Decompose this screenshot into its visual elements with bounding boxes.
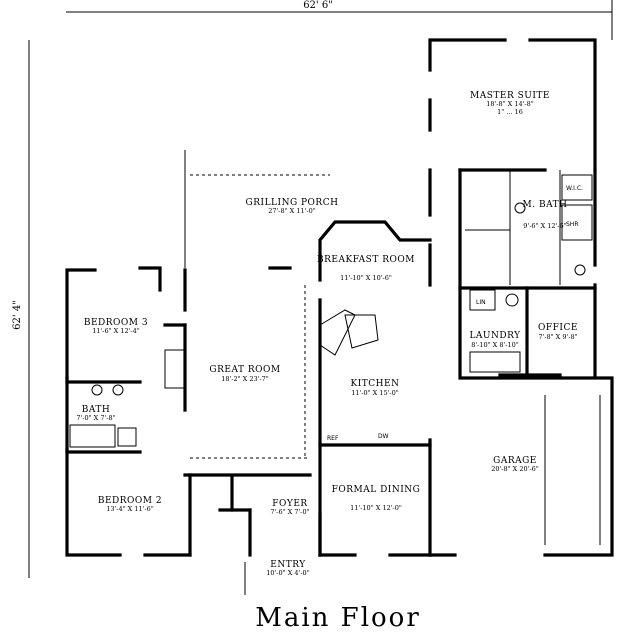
overall-width-label: 62' 6"	[303, 0, 333, 11]
kitchen-dims: 11'-0" X 15'-0"	[351, 389, 399, 397]
laundry-name: LAUNDRY	[469, 331, 521, 341]
room-master-suite: MASTER SUITE 18'-8" X 14'-8" 1" ... 16	[470, 91, 550, 116]
garage-name: GARAGE	[493, 456, 537, 466]
master-bath-dims: 9'-6" X 12'-6"	[523, 222, 566, 230]
ref-label: REF	[327, 435, 339, 442]
bath-name: BATH	[82, 405, 110, 415]
breakfast-dims: 11'-10" X 10'-6"	[340, 274, 392, 282]
bedroom-3-name: BEDROOM 3	[84, 318, 148, 328]
room-entry: ENTRY 10'-0" X 4'-0"	[266, 560, 309, 577]
interior-details	[69, 150, 601, 595]
room-laundry: LAUNDRY 8'-10" X 8'-10"	[469, 331, 521, 349]
bedroom-2-name: BEDROOM 2	[98, 496, 162, 506]
room-kitchen: KITCHEN 11'-0" X 15'-0"	[351, 379, 400, 397]
kitchen-name: KITCHEN	[351, 379, 400, 389]
bedroom-2-dims: 13'-4" X 11'-6"	[106, 505, 154, 513]
master-bath-name: M. BATH	[523, 200, 568, 210]
bath-dims: 7'-0" X 7'-8"	[76, 414, 115, 422]
entry-dims: 10'-0" X 4'-0"	[266, 569, 309, 577]
laundry-dims: 8'-10" X 8'-10"	[471, 341, 519, 349]
foyer-dims: 7'-6" X 7'-0"	[270, 508, 309, 516]
breakfast-name: BREAKFAST ROOM	[317, 255, 415, 265]
shr-label: SHR	[566, 221, 579, 228]
room-breakfast: BREAKFAST ROOM 11'-10" X 10'-6"	[317, 255, 415, 282]
room-office: OFFICE 7'-8" X 9'-8"	[538, 323, 578, 341]
wic-label: W.I.C.	[566, 185, 583, 192]
dw-label: DW	[378, 433, 389, 440]
master-suite-ceiling: 1" ... 16	[497, 108, 523, 116]
bedroom-3-dims: 11'-6" X 12'-4"	[92, 327, 140, 335]
garage-dims: 20'-8" X 20'-6"	[491, 465, 539, 473]
room-bedroom-3: BEDROOM 3 11'-6" X 12'-4"	[84, 318, 148, 335]
room-foyer: FOYER 7'-6" X 7'-0"	[270, 499, 309, 516]
overall-depth-dimension: 62' 4"	[12, 40, 30, 578]
room-master-bath: M. BATH 9'-6" X 12'-6"	[523, 200, 568, 230]
room-formal-dining: FORMAL DINING 11'-10" X 12'-0"	[332, 485, 421, 512]
great-room-name: GREAT ROOM	[209, 365, 280, 375]
overall-depth-label: 62' 4"	[12, 300, 23, 330]
room-bedroom-2: BEDROOM 2 13'-4" X 11'-6"	[98, 496, 162, 513]
great-room-dims: 18'-2" X 23'-7"	[221, 375, 269, 383]
office-name: OFFICE	[538, 323, 578, 333]
room-grilling-porch: GRILLING PORCH 27'-8" X 11'-0"	[246, 198, 339, 215]
grilling-porch-dims: 27'-8" X 11'-0"	[268, 207, 316, 215]
exterior-walls	[65, 38, 614, 557]
room-great-room: GREAT ROOM 18'-2" X 23'-7"	[209, 365, 280, 383]
master-suite-dims: 18'-8" X 14'-8"	[486, 100, 534, 108]
formal-dining-dims: 11'-10" X 12'-0"	[350, 504, 402, 512]
foyer-name: FOYER	[272, 499, 307, 509]
overall-width-dimension: 62' 6"	[66, 0, 613, 40]
entry-name: ENTRY	[270, 560, 306, 570]
room-garage: GARAGE 20'-8" X 20'-6"	[491, 456, 539, 473]
formal-dining-name: FORMAL DINING	[332, 485, 421, 495]
master-suite-name: MASTER SUITE	[470, 91, 550, 101]
grilling-porch-name: GRILLING PORCH	[246, 198, 339, 208]
office-dims: 7'-8" X 9'-8"	[538, 333, 577, 341]
lin-label: LIN	[476, 299, 486, 306]
room-bath: BATH 7'-0" X 7'-8"	[76, 405, 115, 422]
floor-caption: Main Floor	[255, 603, 421, 633]
